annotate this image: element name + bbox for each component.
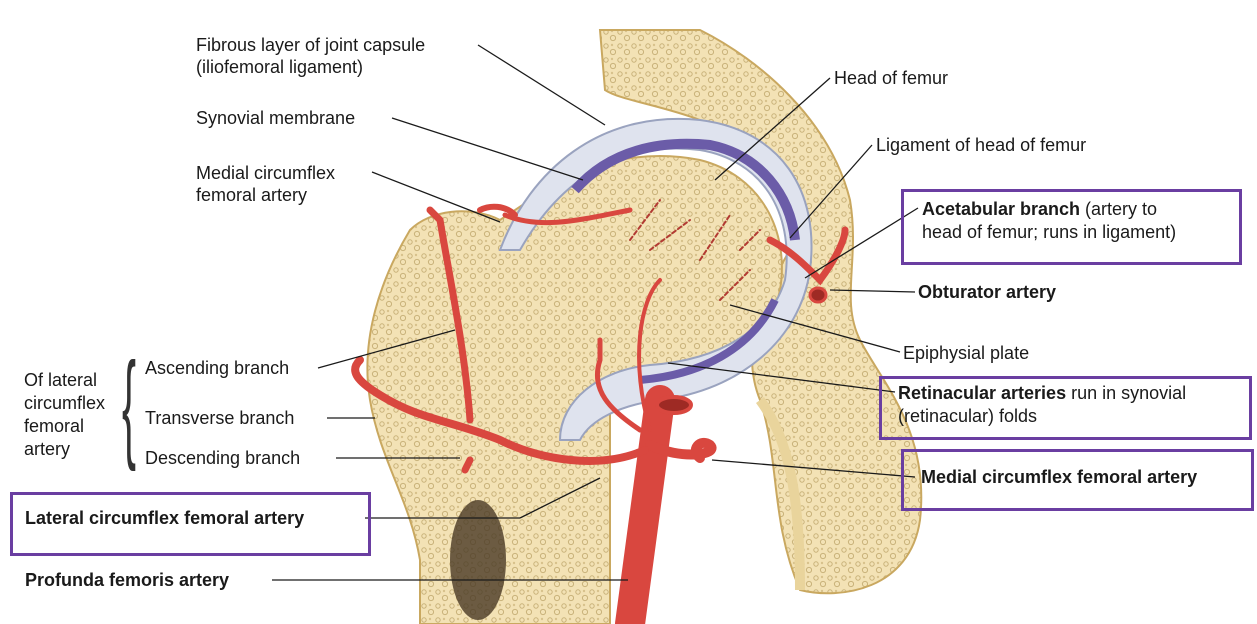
label-retinacular-note: run in synovial (1066, 383, 1187, 403)
highlight-box-retinacular (879, 376, 1252, 440)
label-of-lateral-1: Of lateral (24, 370, 98, 390)
label-profunda-femoris-artery: Profunda femoris artery (25, 570, 230, 590)
label-fibrous-layer: Fibrous layer of joint capsule (196, 35, 426, 55)
highlight-box-medial-circumflex (901, 449, 1254, 511)
label-acetabular-branch-line2: head of femur; runs in ligament) (922, 222, 1177, 242)
label-acetabular-branch: Acetabular branch (922, 199, 1081, 219)
label-of-lateral-2: circumflex (24, 393, 106, 413)
label-retinacular-line2: (retinacular) folds (898, 406, 1038, 426)
label-lateral-circumflex-femoral-artery: Lateral circumflex femoral artery (25, 508, 305, 528)
label-descending-branch: Descending branch (145, 448, 301, 468)
brace-icon: { (122, 338, 137, 472)
highlight-box-acetabular (901, 189, 1242, 265)
joint-capsule (498, 117, 813, 441)
label-iliofemoral-ligament: (iliofemoral ligament) (196, 57, 364, 77)
label-head-of-femur: Head of femur (834, 68, 949, 88)
label-transverse-branch: Transverse branch (145, 408, 295, 428)
label-medial-circumflex-femoral-artery: Medial circumflex femoral artery (921, 467, 1198, 487)
arteries (351, 199, 849, 624)
label-medial-circumflex-top-1: Medial circumflex (196, 163, 336, 183)
label-of-lateral-3: femoral (24, 416, 85, 436)
label-ligament-head-femur: Ligament of head of femur (876, 135, 1087, 155)
label-epiphysial-plate: Epiphysial plate (903, 343, 1030, 363)
label-obturator-artery: Obturator artery (918, 282, 1057, 302)
leader-lines (272, 44, 919, 581)
label-retinacular-arteries: Retinacular arteries (898, 383, 1067, 403)
label-acetabular-branch-line1: Acetabular branch (artery to (922, 198, 1157, 220)
label-synovial-membrane: Synovial membrane (196, 108, 356, 128)
label-ascending-branch: Ascending branch (145, 358, 290, 378)
label-retinacular-line1: Retinacular arteries run in synovial (898, 382, 1186, 404)
femur (366, 155, 783, 624)
label-acetabular-branch-note: (artery to (1080, 199, 1158, 219)
label-medial-circumflex-top-2: femoral artery (196, 185, 308, 205)
highlight-box-lateral-circumflex (10, 492, 371, 556)
label-of-lateral-4: artery (24, 439, 71, 459)
